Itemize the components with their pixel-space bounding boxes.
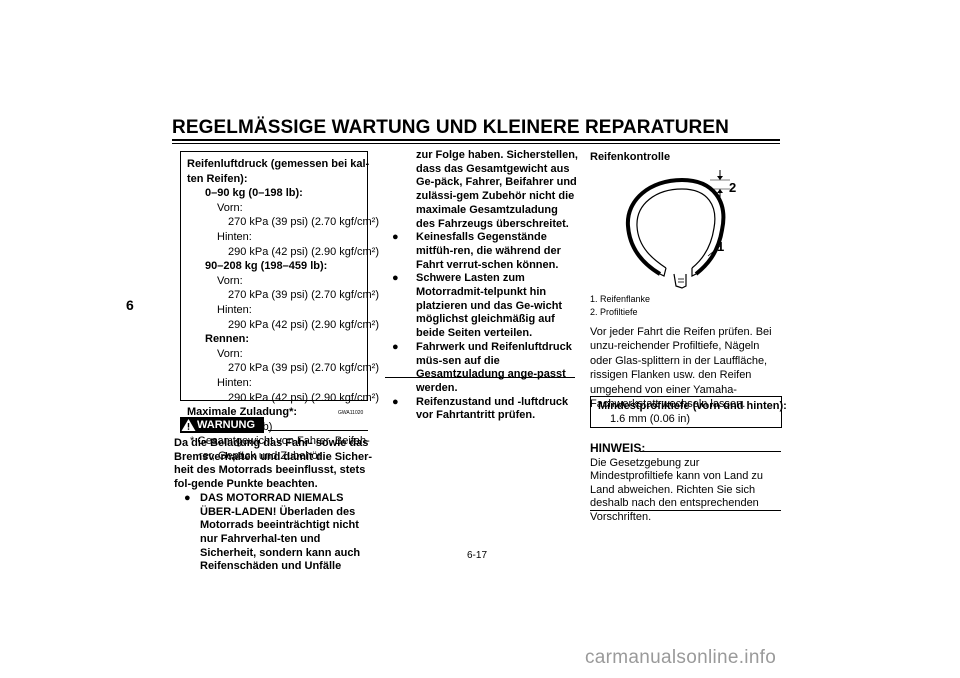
max-load-label: Maximale Zuladung*: <box>187 406 298 419</box>
warning-bullet-continuation: zur Folge haben. Sicherstellen, dass das… <box>416 149 578 230</box>
tire-cross-section-icon <box>625 170 730 289</box>
callout-legend-item: 1. Reifenflanke <box>590 294 651 304</box>
warning-bullet-text: Schwere Lasten zum Motorradmit-telpunkt … <box>416 272 563 340</box>
warning-code: GWA11020 <box>338 410 364 416</box>
warning-bullet-text: Keinesfalls Gegenstände mitfüh-ren, die … <box>416 231 561 271</box>
tread-depth-value: 1.6 mm (0.06 in) <box>610 412 691 425</box>
note-rule <box>640 451 781 452</box>
max-load-footnote-line1: * Gesamtgewicht von Fahrer, Beifah- <box>190 435 370 448</box>
title-rule <box>172 139 780 141</box>
spec-group-label: 90–208 kg (198–459 lb): <box>205 260 328 273</box>
warning-continuation: zur Folge haben. Sicherstellen, dass das… <box>385 149 579 423</box>
spec-front-value: 270 kPa (39 psi) (2.70 kgf/cm²) <box>228 216 380 229</box>
watermark: carmanualsonline.info <box>585 647 777 668</box>
callout-2: 2 <box>729 180 737 195</box>
spec-front-value: 270 kPa (39 psi) (2.70 kgf/cm²) <box>228 289 380 302</box>
tire-check-text: Vor jeder Fahrt die Reifen prüfen. Bei u… <box>590 326 772 411</box>
warning-intro: Da die Beladung das Fahr- sowie das Brem… <box>174 437 373 491</box>
page-number: 6-17 <box>467 550 488 561</box>
bullet-dot-icon: ● <box>392 395 399 408</box>
spec-heading-line1: Reifenluftdruck (gemessen bei kal- <box>187 158 370 170</box>
callout-legend-item: 2. Profiltiefe <box>590 306 638 317</box>
spec-group-label: Rennen: <box>205 333 249 346</box>
spec-rear-value: 290 kPa (42 psi) (2.90 kgf/cm²) <box>228 245 380 258</box>
warning-badge: WARNUNG <box>180 417 264 433</box>
spec-front-label: Vorn: <box>217 201 243 214</box>
spec-rear-label: Hinten: <box>217 230 252 243</box>
title-rule-thin <box>172 143 780 144</box>
warning-bullet: ● DAS MOTORRAD NIEMALS ÜBER-LADEN! Überl… <box>174 492 374 574</box>
spec-rear-value: 290 kPa (42 psi) (2.90 kgf/cm²) <box>228 391 380 404</box>
warning-bullet: ● Schwere Lasten zum Motorradmit-telpunk… <box>385 272 579 341</box>
warning-bullet-text: Reifenzustand und -luftdruck vor Fahrtan… <box>416 395 569 422</box>
max-load-footnote-line2: rer, Gepäck und Zubehör <box>199 449 322 462</box>
bullet-dot-icon: ● <box>392 272 399 285</box>
warning-bullet: ● Fahrwerk und Reifenluftdruck müs-sen a… <box>385 341 579 396</box>
note-end-rule <box>590 510 781 511</box>
callout-legend: 1. Reifenflanke 2. Profiltiefe <box>590 293 650 318</box>
bullet-dot-icon: ● <box>392 231 399 244</box>
warning-bullet: ● Keinesfalls Gegenstände mitfüh-ren, di… <box>385 231 579 272</box>
spec-rear-value: 290 kPa (42 psi) (2.90 kgf/cm²) <box>228 318 380 331</box>
page-title: REGELMÄSSIGE WARTUNG UND KLEINERE REPARA… <box>172 117 729 138</box>
spec-rear-label: Hinten: <box>217 303 252 316</box>
tread-depth-label: Mindestprofiltiefe (vorn und hinten): <box>598 400 787 412</box>
spec-group-label: 0–90 kg (0–198 lb): <box>205 187 303 200</box>
warning-rule <box>268 430 368 431</box>
spec-front-label: Vorn: <box>217 347 243 360</box>
spec-rear-label: Hinten: <box>217 376 252 389</box>
spec-front-value: 270 kPa (39 psi) (2.70 kgf/cm²) <box>228 362 380 375</box>
warning-triangle-icon <box>180 417 197 433</box>
tire-cross-section-diagram <box>620 168 740 295</box>
spec-heading-line2: ten Reifen): <box>187 172 248 185</box>
bullet-dot-icon: ● <box>184 491 191 504</box>
spec-front-label: Vorn: <box>217 274 243 287</box>
note-text: Die Gesetzgebung zur Mindestprofiltiefe … <box>590 457 764 523</box>
bullet-dot-icon: ● <box>392 340 399 353</box>
warning-bullet-text: DAS MOTORRAD NIEMALS ÜBER-LADEN! Überlad… <box>200 491 361 573</box>
chapter-number: 6 <box>126 297 134 313</box>
callout-1: 1 <box>717 239 725 254</box>
warning-end-rule <box>385 377 575 378</box>
warning-bullet-text: Fahrwerk und Reifenluftdruck müs-sen auf… <box>416 340 572 394</box>
tire-pressure-spec-box: Reifenluftdruck (gemessen bei kal- ten R… <box>180 151 380 462</box>
warning-bullet: ● Reifenzustand und -luftdruck vor Fahrt… <box>385 396 579 423</box>
tire-check-heading: Reifenkontrolle <box>590 151 671 163</box>
note-label: HINWEIS: <box>590 441 646 455</box>
tread-depth-spec-box: Mindestprofiltiefe (vorn und hinten): 1.… <box>590 396 787 428</box>
warning-label: WARNUNG <box>197 419 256 431</box>
warning-text: Da die Beladung das Fahr- sowie das Brem… <box>174 437 374 574</box>
